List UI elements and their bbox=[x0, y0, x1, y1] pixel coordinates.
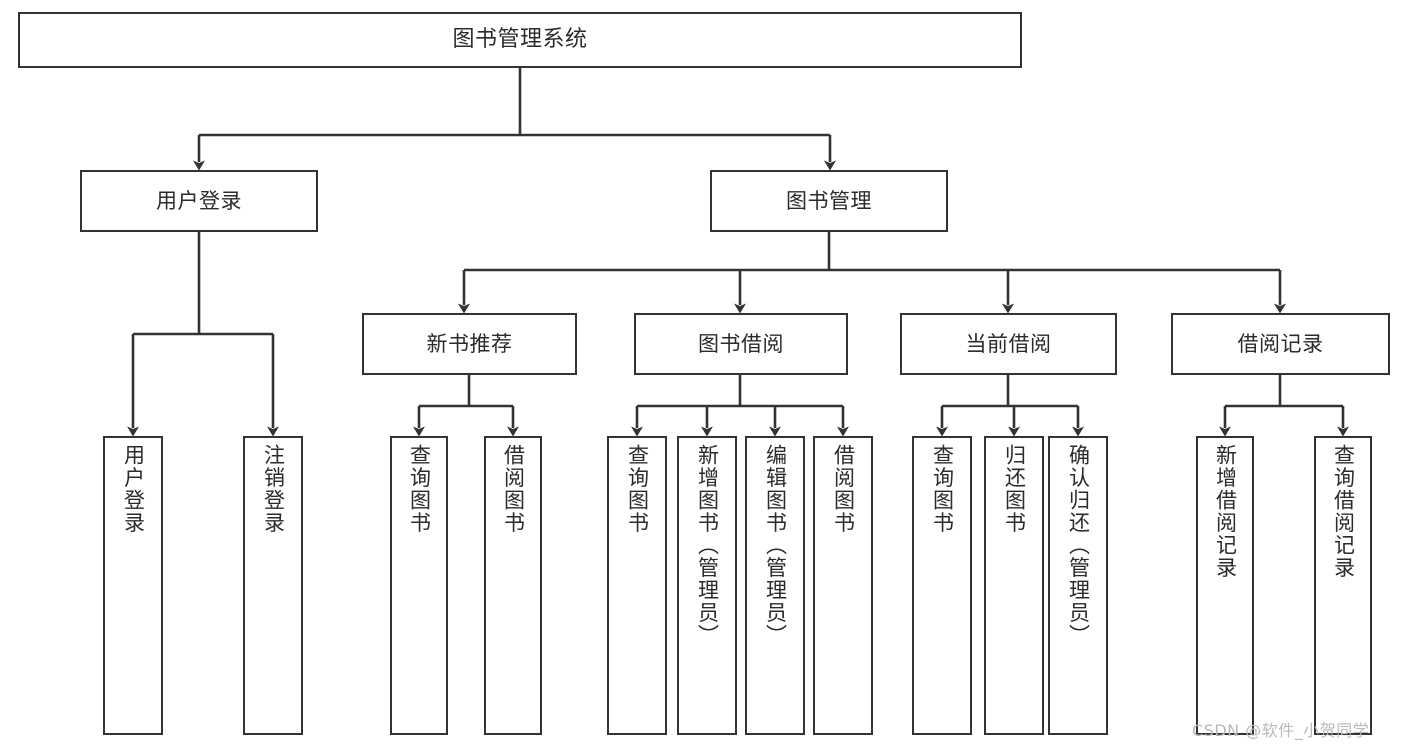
node-leaf-query-record[interactable]: 查询借阅记录 bbox=[1314, 436, 1372, 735]
node-borrow-record[interactable]: 借阅记录 bbox=[1171, 313, 1390, 375]
node-book-manage-label: 图书管理 bbox=[786, 188, 872, 213]
node-leaf-borrow-book-2-label: 借阅图书 bbox=[831, 444, 856, 534]
node-borrow-record-label: 借阅记录 bbox=[1237, 331, 1324, 356]
node-leaf-return-book[interactable]: 归还图书 bbox=[984, 436, 1044, 735]
node-leaf-user-logout[interactable]: 注销登录 bbox=[243, 436, 303, 735]
node-leaf-query-book-1-label: 查询图书 bbox=[407, 444, 432, 534]
node-leaf-query-book-2-label: 查询图书 bbox=[625, 444, 650, 534]
node-leaf-add-book-label: 新增图书（管理员） bbox=[695, 444, 720, 647]
node-current-borrow[interactable]: 当前借阅 bbox=[900, 313, 1117, 375]
node-leaf-borrow-book-1[interactable]: 借阅图书 bbox=[484, 436, 542, 735]
node-leaf-confirm-return[interactable]: 确认归还（管理员） bbox=[1048, 436, 1108, 735]
node-root-label: 图书管理系统 bbox=[452, 27, 588, 53]
node-leaf-borrow-book-1-label: 借阅图书 bbox=[501, 444, 526, 534]
node-book-manage[interactable]: 图书管理 bbox=[710, 170, 948, 232]
node-leaf-borrow-book-2[interactable]: 借阅图书 bbox=[813, 436, 873, 735]
node-leaf-user-logout-label: 注销登录 bbox=[261, 444, 286, 534]
node-leaf-query-book-3-label: 查询图书 bbox=[930, 444, 955, 534]
node-user-login-label: 用户登录 bbox=[156, 188, 242, 213]
node-leaf-add-book[interactable]: 新增图书（管理员） bbox=[677, 436, 737, 735]
node-leaf-user-login[interactable]: 用户登录 bbox=[103, 436, 163, 735]
node-leaf-query-record-label: 查询借阅记录 bbox=[1331, 444, 1356, 579]
node-new-book-recommend[interactable]: 新书推荐 bbox=[362, 313, 577, 375]
node-current-borrow-label: 当前借阅 bbox=[965, 331, 1052, 356]
node-leaf-query-book-2[interactable]: 查询图书 bbox=[607, 436, 667, 735]
node-leaf-return-book-label: 归还图书 bbox=[1002, 444, 1027, 534]
node-leaf-query-book-3[interactable]: 查询图书 bbox=[912, 436, 972, 735]
node-leaf-edit-book[interactable]: 编辑图书（管理员） bbox=[745, 436, 805, 735]
node-leaf-confirm-return-label: 确认归还（管理员） bbox=[1066, 444, 1091, 647]
node-leaf-query-book-1[interactable]: 查询图书 bbox=[390, 436, 448, 735]
node-new-book-recommend-label: 新书推荐 bbox=[426, 331, 513, 356]
node-root[interactable]: 图书管理系统 bbox=[18, 12, 1022, 68]
csdn-watermark: CSDN @软件_小贺同学 bbox=[1192, 721, 1370, 740]
node-book-borrow[interactable]: 图书借阅 bbox=[634, 313, 848, 375]
node-book-borrow-label: 图书借阅 bbox=[698, 331, 784, 356]
node-user-login[interactable]: 用户登录 bbox=[80, 170, 318, 232]
node-leaf-add-record-label: 新增借阅记录 bbox=[1213, 444, 1238, 579]
node-leaf-user-login-label: 用户登录 bbox=[121, 444, 146, 534]
node-leaf-edit-book-label: 编辑图书（管理员） bbox=[763, 444, 788, 647]
node-leaf-add-record[interactable]: 新增借阅记录 bbox=[1196, 436, 1254, 735]
